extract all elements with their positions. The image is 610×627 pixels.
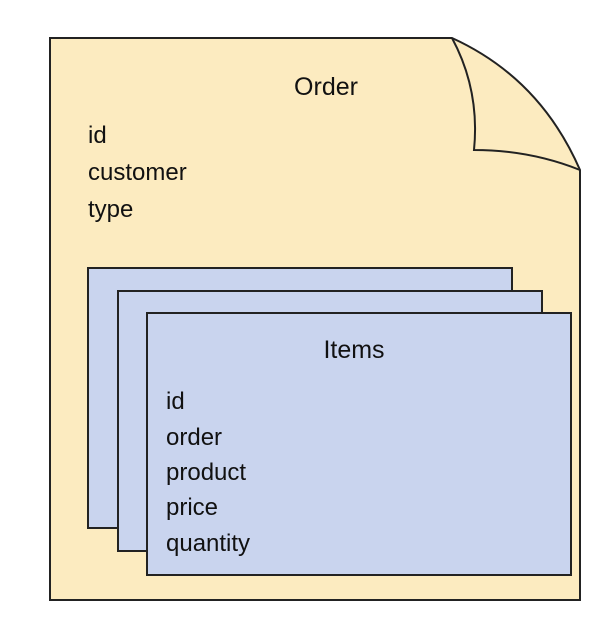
items-field-quantity: quantity — [166, 530, 250, 557]
order-field-id: id — [88, 122, 107, 149]
items-card-front — [146, 312, 572, 576]
order-field-customer: customer — [88, 159, 187, 186]
items-field-price: price — [166, 494, 218, 521]
order-document-fold — [451, 37, 581, 171]
order-title: Order — [294, 73, 358, 101]
items-field-id: id — [166, 388, 185, 415]
items-field-product: product — [166, 459, 246, 486]
items-field-order: order — [166, 424, 222, 451]
order-field-type: type — [88, 196, 133, 223]
items-title: Items — [323, 336, 384, 364]
items-stack: Items id order product price quantity — [87, 267, 572, 576]
